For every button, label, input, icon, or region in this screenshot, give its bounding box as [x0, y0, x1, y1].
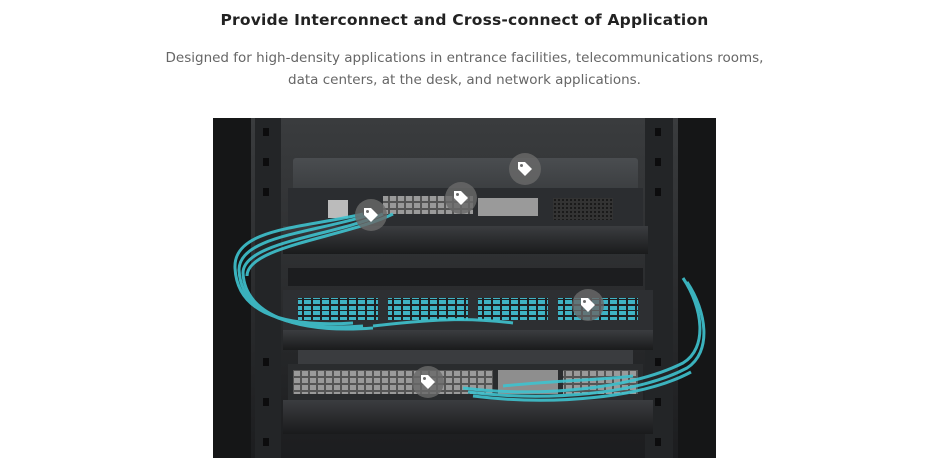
- tag-icon: [581, 298, 595, 312]
- tag-icon: [454, 191, 468, 205]
- rack-photo: [213, 118, 716, 458]
- tag-icon: [518, 162, 532, 176]
- section-description: Designed for high-density applications i…: [165, 50, 764, 88]
- hotspot-tag-top[interactable]: [509, 153, 541, 185]
- hotspot-tag-switch-left[interactable]: [355, 199, 387, 231]
- tag-icon: [364, 208, 378, 222]
- hotspot-tag-bottom-switch[interactable]: [412, 366, 444, 398]
- hotspot-tag-switch-ports[interactable]: [445, 182, 477, 214]
- hotspot-tag-patch-panel[interactable]: [572, 289, 604, 321]
- tag-icon: [421, 375, 435, 389]
- section-title: Provide Interconnect and Cross-connect o…: [220, 11, 709, 29]
